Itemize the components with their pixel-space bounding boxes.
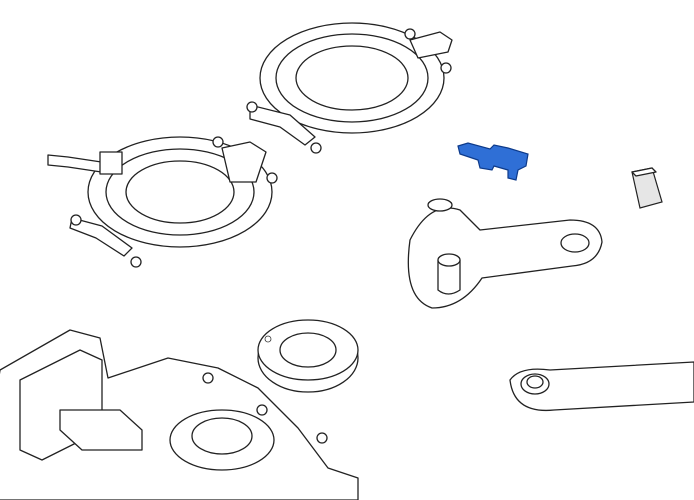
small-block [631,167,663,209]
lever-arm [407,198,603,309]
link-arm [509,361,694,412]
base-housing [0,329,359,500]
highlighted-sensor-part[interactable] [457,142,529,181]
upper-ring-bracket [246,22,453,154]
seal-ring [257,319,359,393]
lower-ring-bracket-with-sensor [47,136,278,268]
